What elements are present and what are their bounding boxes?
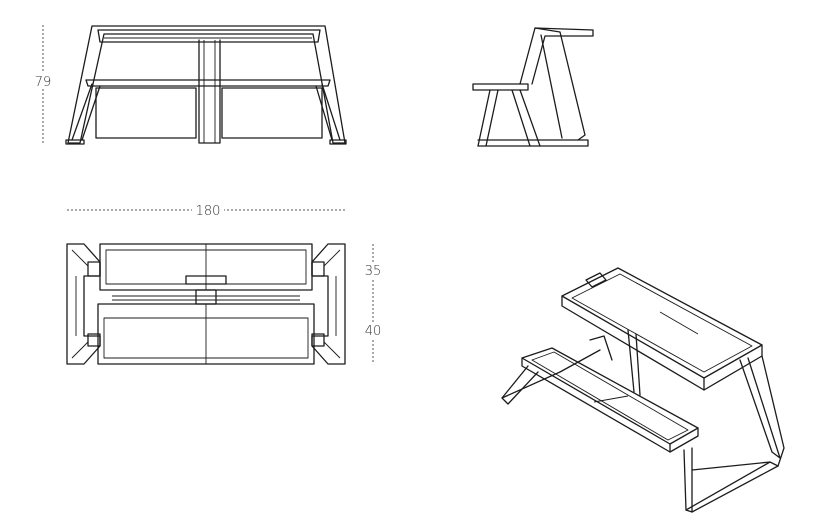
side-view xyxy=(472,27,594,147)
height-label: 79 xyxy=(35,75,52,90)
height-dimension: 79 xyxy=(30,25,56,143)
top-view xyxy=(66,243,346,365)
table-depth-label: 35 xyxy=(365,264,382,279)
front-view xyxy=(65,25,347,145)
perspective-view xyxy=(501,267,785,513)
depth-dimensions: 35 40 xyxy=(362,244,386,364)
bench-depth-label: 40 xyxy=(365,324,382,339)
length-dimension: 180 xyxy=(67,202,345,219)
length-label: 180 xyxy=(196,204,221,219)
